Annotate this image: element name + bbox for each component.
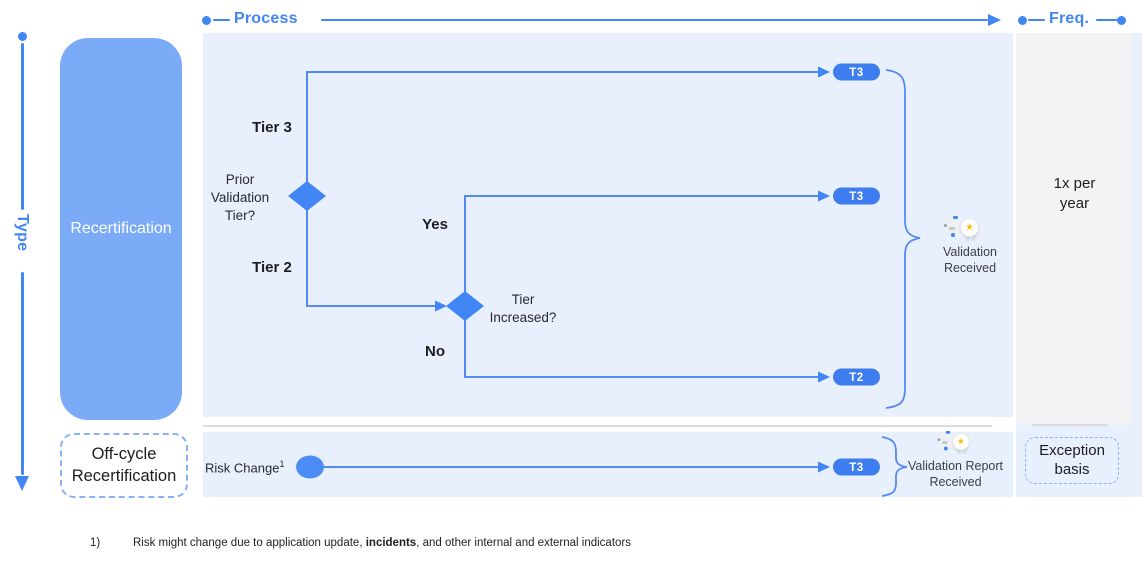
result-pill-t3-top [833,63,880,81]
off-cycle-label: Off-cycle Recertification [71,445,177,485]
result-pill-t3-offcycle [833,458,880,476]
exception-basis-label: Exception basis [1039,441,1105,478]
validation-badge-icon: ★ [937,430,971,456]
type-axis-start-dot [18,32,27,41]
arrowhead-icon [435,300,447,312]
validation-report-received-label: Validation Report Received [908,459,1003,490]
yes-branch-label: Yes [422,216,448,233]
recertification-lane-box: Recertification [60,38,182,420]
award-star-icon: ★ [952,432,970,451]
connector-yes-branch [464,195,818,293]
result-pill-t3-mid-label: T3 [849,191,863,203]
off-cycle-lane-box: Off-cycle Recertification [60,433,188,498]
no-branch-label: No [425,343,445,360]
decision-tier-increased-label: Tier Increased? [489,292,557,325]
process-axis-segment [213,18,230,21]
exception-basis-box: Exception basis [1025,437,1119,484]
result-pill-t3-mid [833,187,880,205]
arrowhead-icon [818,190,830,202]
connector-tier3-branch [306,71,818,183]
footnote-marker: 1) [90,537,101,549]
annual-frequency-label: 1x per year [1053,175,1096,212]
freq-axis-start-dot [1018,15,1027,25]
tier2-branch-label: Tier 2 [252,259,292,276]
result-pill-t2 [833,368,880,386]
arrowhead-icon [818,461,830,473]
type-axis-label: Type [14,214,31,252]
validation-received-label: Validation Received [943,245,997,276]
risk-change-node [296,455,324,479]
freq-axis-end-dot [1117,15,1126,25]
decision-diamond-tier-increased [446,291,484,321]
section-divider [203,425,992,427]
process-axis-start-dot [202,15,211,25]
connector-no-branch [464,319,818,378]
result-pill-t3-top-label: T3 [849,67,863,79]
arrowhead-icon [818,66,830,78]
process-axis-arrowhead-icon [988,13,1001,26]
risk-change-label: Risk Change1 [205,459,285,476]
process-axis-label: Process [234,10,298,27]
validation-report-brace [881,436,908,497]
decision-diamond-prior-tier [288,181,326,211]
process-axis-line [321,18,988,21]
decision-prior-tier-label: Prior Validation Tier? [210,172,270,223]
tier3-branch-label: Tier 3 [252,119,292,136]
type-axis-arrowhead-icon [15,476,29,491]
result-pill-t2-label: T2 [849,372,863,384]
result-pill-t3-offcycle-label: T3 [849,462,863,474]
connector-tier2-branch [306,209,435,307]
recertification-label: Recertification [70,220,172,237]
type-axis-line-lower [21,272,24,475]
type-axis-line-upper [21,43,24,210]
freq-axis-segment-left [1028,18,1045,21]
arrowhead-icon [818,371,830,383]
process-panel [203,33,1013,417]
award-star-icon: ★ [960,218,979,237]
footnote-text: Risk might change due to application upd… [133,537,632,549]
freq-axis-segment-right [1096,18,1119,21]
validation-brace [885,69,921,409]
validation-badge-icon: ★ [944,215,981,243]
footnote-ref: 1 [279,459,285,469]
freq-column-annual-cell [1016,33,1133,425]
freq-divider [1032,424,1108,426]
freq-axis-label: Freq. [1049,10,1090,27]
